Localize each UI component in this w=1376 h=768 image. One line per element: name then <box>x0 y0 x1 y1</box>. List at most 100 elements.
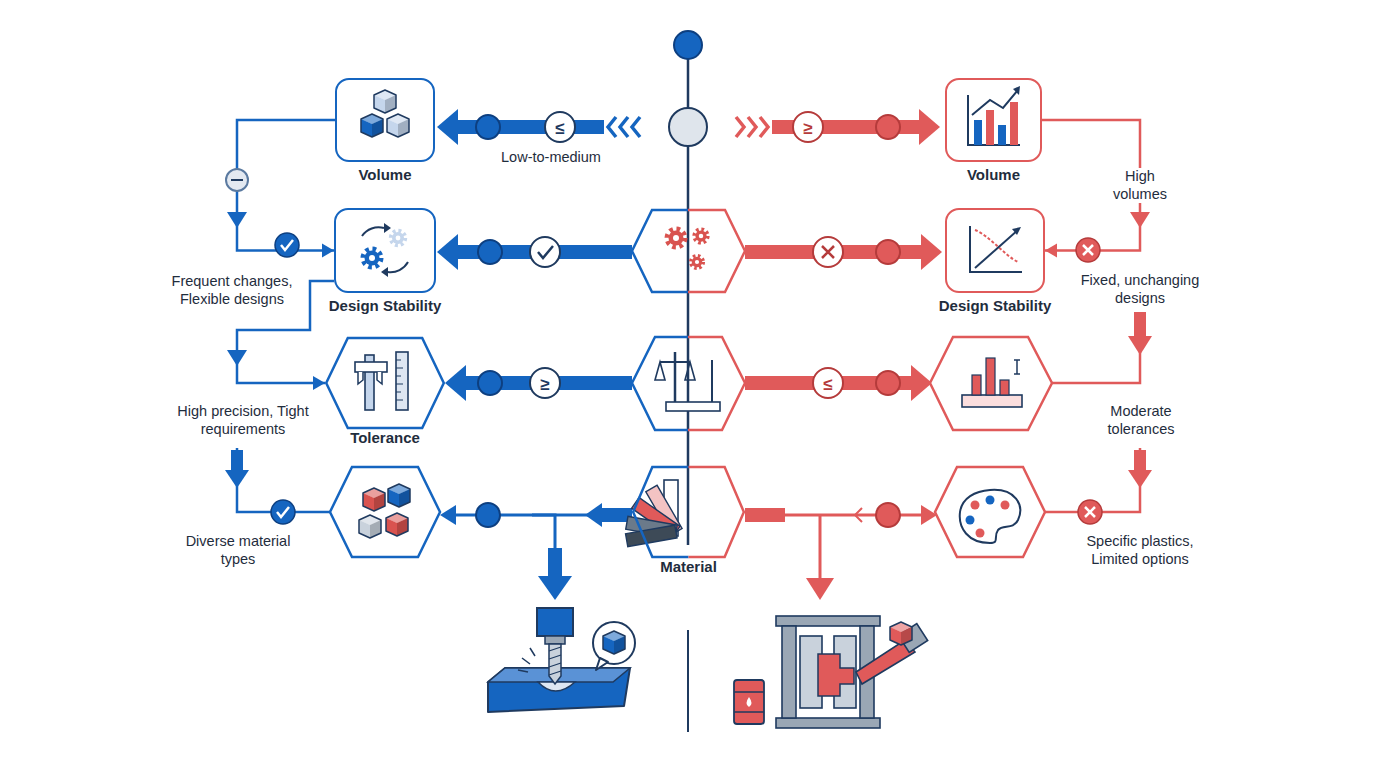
design-stability-center-hex <box>632 210 745 292</box>
injection-molding-illustration-part <box>782 626 796 718</box>
material-arrows-part <box>538 576 572 600</box>
left-chain-part <box>271 500 295 524</box>
volume-right-icon-part <box>1013 86 1020 95</box>
injection-molding-illustration <box>734 616 928 728</box>
material-left-hex-part <box>359 515 381 538</box>
node-label: Material <box>660 558 717 575</box>
cnc-illustration-part <box>549 644 561 684</box>
design-stability-center-hex-part <box>688 210 745 292</box>
hex-border <box>326 338 444 428</box>
material-left-hex <box>330 467 440 557</box>
injection-molding-illustration-part <box>776 718 880 728</box>
left-chain-part <box>281 240 293 250</box>
tolerance-right-hex-part <box>1000 380 1009 395</box>
material-arrows-part <box>876 503 900 527</box>
tolerance-arrow-left-part <box>478 371 502 395</box>
tolerance-right-hex-part <box>1014 360 1020 374</box>
annotation-text: Diverse material types <box>185 533 291 568</box>
material-right-hex-part <box>971 501 980 510</box>
injection-molding-illustration-part <box>818 654 854 696</box>
volume-arrow-right-part <box>876 115 900 139</box>
hex-outline <box>632 466 745 558</box>
tolerance-right-hex-part <box>962 395 1022 407</box>
volume-box: Volume <box>335 78 435 162</box>
arrowhead <box>1045 244 1057 258</box>
annotation-text: Moderate tolerances <box>1091 403 1191 438</box>
left-chain-part <box>226 169 248 191</box>
right-chain-part <box>1052 312 1140 383</box>
annotation-text: Low-to-medium <box>486 149 616 167</box>
design-stability-arrow-right-part <box>876 240 900 264</box>
tolerance-arrow-left-part <box>445 365 466 401</box>
tolerance-right-hex-part <box>930 337 1052 430</box>
design-stability-arrow-left <box>437 234 632 270</box>
tolerance-arrow-right <box>745 365 932 401</box>
injection-molding-illustration-part <box>734 680 764 724</box>
design-stability-arrow-right-part <box>822 246 834 258</box>
left-chain-part <box>227 350 247 366</box>
material-center-icon-part-part <box>626 525 677 546</box>
right-chain-part <box>1085 507 1095 517</box>
material-arrows-part <box>745 508 785 522</box>
tolerance-arrow-right-part <box>876 371 900 395</box>
material-arrows-part <box>921 505 937 525</box>
injection-molding-illustration-part <box>776 616 880 626</box>
injection-molding-illustration-part <box>890 622 912 645</box>
left-chain-part <box>277 507 289 517</box>
tolerance-left-icon-part <box>396 352 408 410</box>
design-stability-arrow-right-part <box>921 234 942 270</box>
right-chain-part <box>1134 450 1146 472</box>
volume-right-icon-part <box>1010 102 1018 145</box>
tolerance-center-hex-part <box>688 337 745 430</box>
tolerance-left-icon-part <box>355 362 387 372</box>
left-chain-part <box>231 450 243 472</box>
material-left-hex-part <box>363 488 385 511</box>
tolerance-arrow-left-part <box>530 368 560 398</box>
node-label: Design Stability <box>329 297 442 314</box>
tolerance-center-hex-part <box>655 362 695 380</box>
design-left-icon-part <box>381 267 388 277</box>
volume-left-icon-part <box>387 114 409 137</box>
volume-left-icon-part <box>374 90 396 113</box>
tolerance-arrow-left <box>445 365 632 401</box>
volume-left-icon-part <box>361 114 383 137</box>
design-stability-center-hex-part <box>694 229 708 243</box>
cnc-illustration-part <box>603 631 625 654</box>
annotation-text: Frequent changes, Flexible designs <box>162 273 302 308</box>
injection-molding-illustration-part <box>747 697 752 707</box>
volume-arrow-left-part <box>476 115 500 139</box>
design-stability-box: Design Stability <box>945 208 1045 293</box>
volume-arrow-left-part <box>608 117 616 137</box>
volume-right-icon-part <box>986 110 994 145</box>
right-chain-part <box>1128 470 1152 488</box>
node-label: Design Stability <box>939 297 1052 314</box>
material-arrows-part <box>532 515 555 552</box>
hex-border-left <box>633 467 688 557</box>
material-left-hex-part <box>330 467 440 557</box>
tolerance-right-hex <box>930 337 1052 430</box>
right-chain-part <box>1078 500 1102 524</box>
design-left-icon-part <box>362 227 384 236</box>
tolerance-center-hex-part <box>660 361 690 363</box>
left-chain-part <box>275 233 299 257</box>
volume-right-icon <box>968 86 1020 145</box>
volume-arrow-left-part <box>632 117 640 137</box>
left-chain-part <box>231 179 243 181</box>
volume-right-icon-part <box>972 90 1018 115</box>
volume-arrow-right-part <box>760 117 768 137</box>
material-arrows-part <box>440 505 456 525</box>
volume-arrow-right-part <box>793 112 823 142</box>
volume-arrow-right <box>736 109 940 145</box>
left-chain <box>225 169 330 524</box>
hex-outline <box>325 337 445 429</box>
design-right-icon-part <box>975 230 1018 268</box>
tolerance-center-hex-part <box>632 337 688 430</box>
right-chain-part <box>1128 336 1152 355</box>
node-label: Volume <box>358 166 411 183</box>
right-chain-part <box>1083 245 1093 255</box>
volume-arrow-right-part <box>919 109 940 145</box>
material-right-hex <box>935 467 1045 557</box>
cnc-illustration-part <box>538 682 575 691</box>
node-label: Volume <box>967 166 1020 183</box>
